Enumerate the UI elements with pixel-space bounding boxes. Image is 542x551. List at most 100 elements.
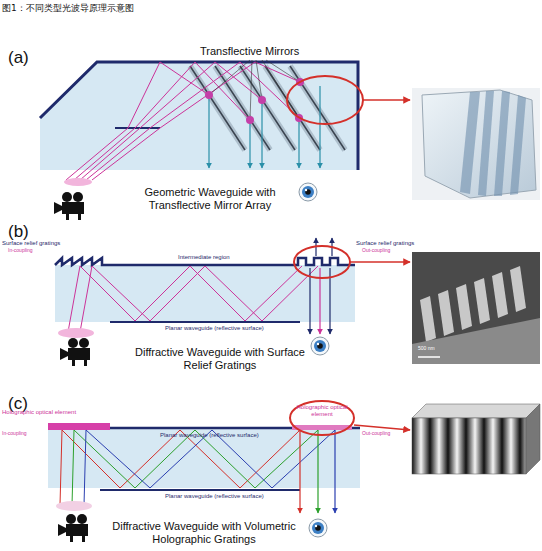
geometric-waveguide-part (115, 127, 160, 129)
highlight-ellipse (290, 401, 354, 435)
eye-icon-part (312, 522, 324, 534)
highlight-ellipse (287, 76, 363, 124)
part-label: Planar waveguide (reflective surface) (160, 432, 259, 439)
leader-line-part (250, 60, 252, 120)
zoom-line (354, 425, 410, 430)
hologram-grating (412, 404, 540, 474)
sem-image-part (510, 266, 526, 312)
light-ray-part (84, 430, 335, 505)
output-arrow-part (319, 86, 320, 168)
panel-letter: (b) (8, 222, 29, 242)
output-arrow-part (317, 430, 318, 513)
sem-image-part (412, 252, 540, 364)
input-spot (58, 328, 94, 338)
part-label: Transflective Mirrors (200, 45, 299, 58)
output-arrow-part (334, 430, 335, 513)
projector-icon-part (79, 338, 89, 348)
eye-icon-part (309, 519, 327, 537)
leader-line-part (266, 60, 300, 82)
highlight-ellipse (294, 246, 350, 278)
transflective-mirror-part (290, 66, 345, 150)
sem-image-part (418, 356, 440, 358)
projector-icon-part (73, 192, 83, 202)
scale-label: 500 nm (418, 346, 435, 352)
projector-icon-part (84, 360, 87, 366)
part-label: Holographic optical element (296, 404, 348, 418)
projector-icon-part (62, 192, 72, 202)
output-arrow (209, 86, 320, 168)
leader-line-part (262, 60, 299, 118)
planar-waveguide (48, 428, 360, 490)
light-ray (68, 266, 318, 332)
part-label: Planar waveguide (reflective surface) (165, 493, 264, 500)
transflective-mirror-part (240, 66, 295, 150)
mirror-point-part (258, 96, 266, 104)
sem-image-part (438, 290, 454, 336)
projector-icon-part (66, 214, 69, 220)
inset-photo-part (478, 91, 494, 196)
inset-photo-part (460, 92, 480, 194)
zoom-line (350, 261, 410, 263)
light-ray (66, 62, 300, 180)
panel-caption: Diffractive Waveguide with Volumetric Ho… (106, 520, 302, 545)
sem-image (412, 252, 540, 364)
mirror-point (205, 78, 304, 124)
figure-title: 图1：不同类型光波导原理示意图 (2, 3, 134, 13)
light-ray-part (80, 266, 318, 332)
panel-caption: Geometric Waveguide with Transflective M… (120, 186, 300, 211)
projector-icon-part (70, 536, 73, 542)
output-arrow-part (261, 104, 262, 168)
sem-image-part (420, 296, 436, 342)
eye-icon-part (305, 189, 307, 191)
projector-icon-part (66, 524, 88, 536)
eye-icon (311, 337, 329, 355)
light-ray-part (72, 430, 318, 505)
eye-icon-part (311, 337, 329, 355)
output-arrow-part (309, 268, 310, 334)
projector-icon-part (66, 514, 76, 524)
light-ray-part (92, 62, 300, 180)
light-ray-part (86, 62, 299, 180)
light-ray-part (60, 430, 300, 505)
eye-icon (299, 183, 317, 201)
output-arrow-part (298, 122, 299, 168)
output-arrow-part (208, 99, 209, 168)
part-label: Planar waveguide (reflective surface) (165, 325, 264, 332)
part-label: In-coupling (8, 248, 32, 254)
projector-icon-part (54, 202, 62, 214)
planar-waveguide-part (48, 428, 360, 488)
output-arrow-part (299, 430, 300, 513)
eye-icon-part (315, 525, 317, 527)
eye-icon-part (314, 340, 326, 352)
leader-line-part (209, 60, 250, 95)
panel-caption: Diffractive Waveguide with Surface Relie… (135, 346, 305, 371)
eye-icon-part (317, 343, 323, 349)
projector-icon-part (82, 536, 85, 542)
input-spot (64, 178, 92, 186)
sem-image-part (492, 272, 508, 318)
projector-icon (54, 192, 84, 220)
inset-photo-part (494, 91, 510, 196)
part-label: Holographic optical element (2, 409, 76, 416)
inset-photo-part (412, 88, 540, 200)
projector-icon (60, 338, 90, 366)
transflective-mirror-part (290, 66, 345, 150)
eye-icon-part (317, 343, 319, 345)
holographic-element-part (292, 425, 352, 430)
mirror-point-part (205, 91, 213, 99)
transflective-mirror (190, 66, 345, 150)
projector-icon-part (60, 348, 68, 360)
eye-icon-part (305, 189, 311, 195)
mirror-point-part (246, 116, 254, 124)
holographic-element (48, 423, 352, 430)
part-label: Surface relief gratings (2, 240, 60, 247)
part-label: Intermediate region (178, 254, 230, 261)
part-label: Out-coupling (362, 431, 390, 437)
output-arrow (300, 430, 335, 513)
projector-icon (58, 514, 88, 542)
part-label: In-coupling (2, 431, 26, 437)
inset-photo-part (422, 90, 536, 198)
eye-icon (309, 519, 327, 537)
